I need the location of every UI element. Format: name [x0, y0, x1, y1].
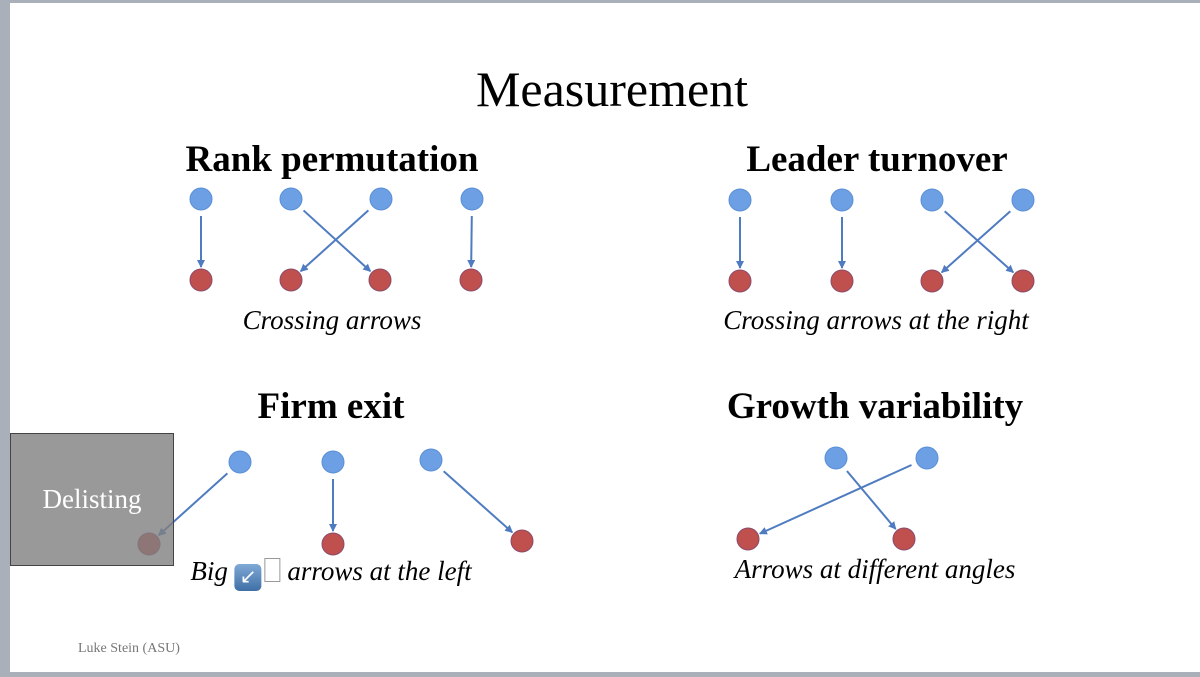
arrow: [467, 215, 476, 269]
caption-leader-turnover: Crossing arrows at the right: [723, 305, 1029, 335]
blue-dot: [830, 188, 854, 212]
arrow: [302, 209, 372, 272]
red-dot: [728, 269, 752, 293]
red-dot: [920, 269, 944, 293]
footer: Luke Stein (ASU): [78, 641, 180, 656]
slide: [10, 3, 1200, 672]
heading-firm-exit: Firm exit: [257, 386, 405, 427]
red-dot: [459, 268, 483, 292]
red-dot: [736, 527, 760, 551]
arrow: [846, 470, 897, 530]
red-dot: [279, 268, 303, 292]
red-dot: [892, 527, 916, 551]
red-dot: [830, 269, 854, 293]
blue-dot: [824, 446, 848, 470]
blue-dot: [228, 450, 252, 474]
heading-rank-permutation: Rank permutation: [185, 139, 479, 180]
arrow: [940, 210, 1011, 274]
arrow: [758, 464, 912, 535]
caption-growth-variability: Arrows at different angles: [734, 554, 1016, 584]
arrow-down-left-icon: ↙: [234, 564, 262, 591]
caption-firm-exit: Big ↙ arrows at the left: [190, 556, 472, 591]
caption-post: arrows at the left: [287, 556, 472, 586]
red-dot: [1011, 269, 1035, 293]
red-dot: [510, 529, 534, 553]
arrow: [443, 470, 514, 534]
blue-dot: [1011, 188, 1035, 212]
red-dot: [321, 532, 345, 556]
heading-leader-turnover: Leader turnover: [746, 139, 1008, 180]
caption-pre: Big: [190, 556, 228, 586]
blue-dot: [321, 450, 345, 474]
heading-growth-variability: Growth variability: [726, 386, 1024, 427]
arrow: [299, 209, 370, 273]
blue-dot: [460, 187, 484, 211]
blue-dot: [369, 187, 393, 211]
missing-glyph-icon: [264, 558, 281, 582]
blue-dot: [189, 187, 213, 211]
blue-dot: [419, 448, 443, 472]
arrow: [944, 210, 1015, 274]
delisting-box: Delisting: [10, 433, 174, 566]
caption-rank-permutation: Crossing arrows: [242, 305, 422, 335]
blue-dot: [279, 187, 303, 211]
red-dot: [189, 268, 213, 292]
blue-dot: [728, 188, 752, 212]
slide-title: Measurement: [475, 61, 749, 117]
blue-dot: [915, 446, 939, 470]
red-dot: [368, 268, 392, 292]
blue-dot: [920, 188, 944, 212]
